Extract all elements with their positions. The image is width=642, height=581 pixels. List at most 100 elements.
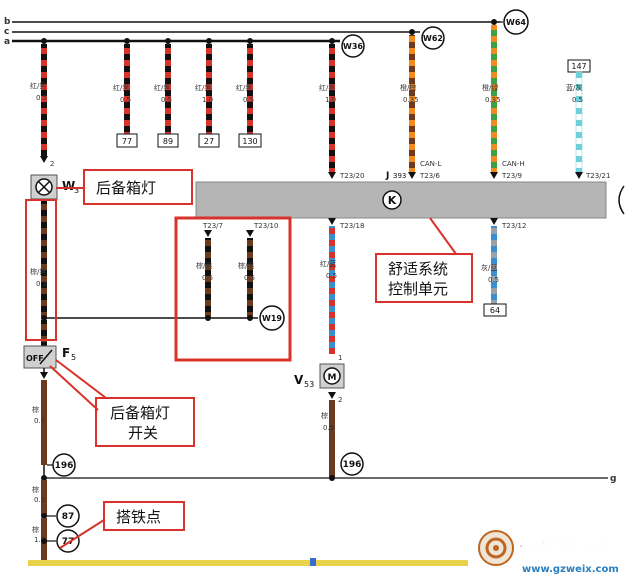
- motor-pin-top: 1: [338, 354, 342, 362]
- watermark-brand: 精通维修下载: [518, 537, 608, 555]
- wire-can-h: [491, 25, 497, 172]
- grey-blue-color: 灰/蓝: [481, 263, 497, 272]
- motor-icon: [323, 367, 341, 385]
- motor-pin-bottom: 2: [338, 396, 342, 404]
- ground-87: [56, 504, 80, 528]
- pin-t23-6: T23/6: [419, 172, 441, 180]
- ground-196-left-label: 196: [55, 461, 74, 471]
- ground-w62-label: W62: [423, 34, 443, 43]
- watermark: 精通维修下载 www.gzweix.com: [478, 530, 619, 575]
- brown-black-2-size: 0.5: [244, 274, 255, 282]
- wire-label-ground-a: 棕: [32, 485, 39, 494]
- wire-size-ground-a: 0.5: [34, 496, 45, 504]
- fuse-1-box: 77: [122, 137, 132, 146]
- ground-w19-label: W19: [262, 314, 282, 323]
- watermark-url: www.gzweix.com: [522, 564, 619, 575]
- callout-switch-text-1: 后备箱灯: [110, 404, 170, 422]
- pin-t23-10: T23/10: [253, 222, 278, 230]
- wire-brown-ground-a: [41, 480, 47, 516]
- can-h-label: CAN-H: [502, 160, 525, 168]
- ground-w64: [503, 9, 529, 35]
- motor-ground-size: 0.5: [323, 424, 334, 432]
- pin-t23-7: T23/7: [202, 222, 223, 230]
- box-147: 147: [571, 62, 586, 71]
- svg-text:M: M: [328, 373, 337, 383]
- red-blue-size: 0.5: [326, 272, 337, 280]
- comfort-module-j393: K J 393: [195, 171, 625, 219]
- w36-wire-size: 1.0: [325, 96, 336, 104]
- left-branch: 红/黑 0.5 2 W 3 棕/黑 0.5 OFF F 5 棕 0.5 196 …: [23, 38, 258, 562]
- w36-wire-color: 红/黑: [319, 83, 335, 92]
- switch-f5: [23, 345, 57, 369]
- fuse-4-color: 红/黑: [236, 83, 252, 92]
- ground-87-label: 87: [62, 512, 75, 522]
- wire-brown-black-1: [205, 238, 211, 318]
- fuse-wires: 红/黑 0.5 77 红/黑 0.5 89 红/黑 1.0 27 红/黑 0.5…: [113, 38, 262, 148]
- ground-w36-label: W36: [343, 42, 363, 51]
- wire-label-ground-b: 棕: [32, 525, 39, 534]
- fuse-1-size: 0.5: [120, 96, 131, 104]
- red-blue-color: 红/蓝: [320, 259, 336, 268]
- lamp-label: W: [62, 179, 75, 193]
- callout-module-text-2: 控制单元: [388, 280, 448, 298]
- wire-size-ground-b: 1.5: [34, 536, 45, 544]
- bus-label-g: g: [610, 474, 616, 484]
- upper-wires: W36 红/黑 1.0 T23/20 W62 橙/棕 0.35 CAN-L T2…: [319, 9, 610, 180]
- switch-label: F: [62, 346, 70, 360]
- wire-label-left-low: 棕: [32, 405, 39, 414]
- fuse-1-color: 红/黑: [113, 83, 129, 92]
- pin-t23-20: T23/20: [339, 172, 364, 180]
- grey-blue-size: 0.5: [488, 276, 499, 284]
- callout-ground-line: [59, 519, 105, 549]
- ground-196-mid-label: 196: [343, 460, 362, 470]
- callout-lamp-box: [83, 169, 193, 205]
- lamp-label-sub: 3: [74, 186, 79, 195]
- can-h-size: 0.35: [485, 96, 501, 104]
- motor-label-sub: 53: [304, 380, 314, 389]
- can-l-size: 0.35: [403, 96, 419, 104]
- wire-size-left-mid: 0.5: [36, 280, 47, 288]
- fuse-2-color: 红/黑: [154, 83, 170, 92]
- bus-label-a: a: [4, 37, 10, 47]
- wire-w36: [329, 44, 335, 172]
- callout-lamp-text: 后备箱灯: [96, 179, 156, 197]
- callouts: [25, 169, 473, 549]
- wire-brown-left: [41, 380, 47, 465]
- callout-switch-text-2: 开关: [128, 424, 158, 442]
- fuse-3-box: 27: [204, 137, 214, 146]
- wire-label-left-top: 红/黑: [30, 81, 46, 90]
- svg-text:OFF: OFF: [26, 354, 44, 363]
- lower-wires: T23/7 T23/10 棕/黑 0.5 棕/黑 0.5 W19 T23/18 …: [196, 218, 526, 481]
- wire-label-left-mid: 棕/黑: [30, 267, 46, 276]
- callout-module-text-1: 舒适系统: [388, 260, 448, 278]
- wire-grey-blue: [491, 226, 497, 304]
- callout-switch-box: [95, 397, 195, 447]
- fuse-4-size: 0.5: [243, 96, 254, 104]
- brown-black-2-color: 棕/黑: [238, 261, 254, 270]
- motor-label: V: [294, 373, 304, 387]
- module-k-symbol: [382, 190, 402, 210]
- callout-switch-line-2: [49, 365, 99, 411]
- blue-grey-size: 0.5: [572, 96, 583, 104]
- can-l-color: 橙/棕: [400, 83, 416, 92]
- ground-196-mid: [340, 452, 364, 476]
- wire-size-left-low: 0.5: [34, 417, 45, 425]
- wire-size-left-top: 0.5: [36, 94, 47, 102]
- callout-switch-line-1: [55, 359, 107, 399]
- fuse-2-size: 0.5: [161, 96, 172, 104]
- wire-motor-ground: [329, 400, 335, 478]
- ground-rail: [28, 560, 468, 566]
- module-id-sub: 393: [393, 172, 406, 180]
- callout-box-lower-wires: [174, 216, 292, 362]
- ground-w19: [259, 305, 285, 331]
- bus-label-b: b: [4, 17, 11, 27]
- pin-t23-18: T23/18: [339, 222, 364, 230]
- box-64: 64: [490, 306, 500, 315]
- callout-box-left-wire: [25, 199, 57, 341]
- wire-brown-black-2: [247, 238, 253, 318]
- pin-t23-12: T23/12: [501, 222, 526, 230]
- fuse-4-box: 130: [242, 137, 257, 146]
- module-id: J: [385, 171, 389, 181]
- bus-label-c: c: [4, 27, 9, 37]
